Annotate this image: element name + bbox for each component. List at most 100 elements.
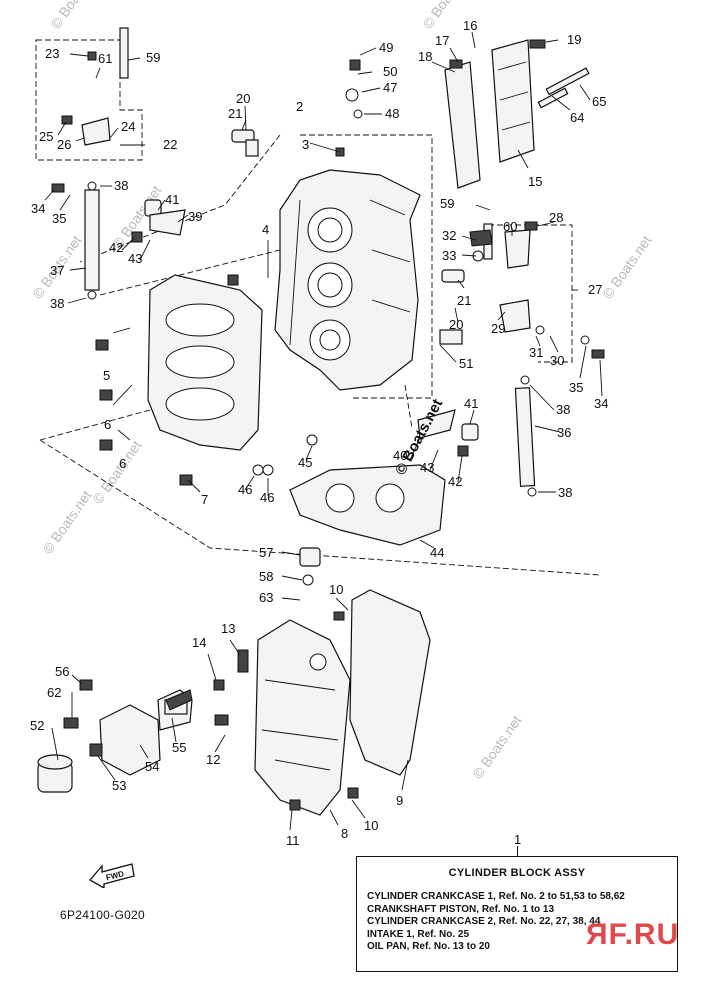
corner-watermark: ЯF.RU xyxy=(586,918,680,951)
callout-37: 37 xyxy=(50,263,64,278)
callout-51: 51 xyxy=(459,356,473,371)
fwd-label: FWD xyxy=(105,869,125,882)
watermark: © Boats.net xyxy=(469,712,524,781)
callout-34: 34 xyxy=(31,201,45,216)
fwd-arrow-icon: FWD xyxy=(88,863,135,888)
callout-53: 53 xyxy=(112,778,126,793)
callout-52: 52 xyxy=(30,718,44,733)
callout-28: 28 xyxy=(549,210,563,225)
block-outline xyxy=(79,134,433,399)
info-box-callout: 1 xyxy=(514,832,522,847)
callout-40: 40 xyxy=(393,448,407,463)
callout-45: 45 xyxy=(298,455,312,470)
info-box-leader xyxy=(517,846,518,856)
callout-20b: 20 xyxy=(449,317,463,332)
callout-6b: 6 xyxy=(119,456,126,471)
callout-62: 62 xyxy=(47,685,61,700)
callout-7: 7 xyxy=(201,492,208,507)
callout-34b: 34 xyxy=(594,396,608,411)
callout-59: 59 xyxy=(146,50,160,65)
callout-55: 55 xyxy=(172,740,186,755)
callout-10b: 10 xyxy=(364,818,378,833)
callout-61: 61 xyxy=(98,51,112,66)
callout-42b: 42 xyxy=(448,474,462,489)
callout-60: 60 xyxy=(503,219,517,234)
callout-47: 47 xyxy=(383,80,397,95)
small-parts xyxy=(51,27,605,811)
callout-36: 36 xyxy=(557,425,571,440)
callout-13: 13 xyxy=(221,621,235,636)
callout-56: 56 xyxy=(55,664,69,679)
callout-22: 22 xyxy=(163,137,177,152)
info-box-line: CYLINDER CRANKCASE 2, Ref. No. 22, 27, 3… xyxy=(367,916,601,928)
callout-26: 26 xyxy=(57,137,71,152)
callout-32: 32 xyxy=(442,228,456,243)
info-box-lines: CYLINDER CRANKCASE 1, Ref. No. 2 to 51,5… xyxy=(367,891,625,954)
callout-58: 58 xyxy=(259,569,273,584)
callout-35b: 35 xyxy=(569,380,583,395)
callout-33: 33 xyxy=(442,248,456,263)
oil-pan xyxy=(254,619,351,816)
cylinder-head xyxy=(147,274,263,451)
callout-38c: 38 xyxy=(556,402,570,417)
watermark: © Boats.net xyxy=(39,487,94,556)
callout-44: 44 xyxy=(430,545,444,560)
assembly-info-box: CYLINDER BLOCK ASSY CYLINDER CRANKCASE 1… xyxy=(356,856,678,972)
callout-24: 24 xyxy=(121,119,135,134)
callout-8: 8 xyxy=(341,826,348,841)
callout-38d: 38 xyxy=(558,485,572,500)
callout-27: 27 xyxy=(588,282,602,297)
callout-3: 3 xyxy=(302,137,309,152)
callout-5: 5 xyxy=(103,368,110,383)
info-box-title: CYLINDER BLOCK ASSY xyxy=(448,867,586,879)
watermark: © Boats.net xyxy=(47,0,102,32)
oil-pan-gasket xyxy=(349,589,431,776)
callout-46: 46 xyxy=(238,482,252,497)
callout-64: 64 xyxy=(570,110,584,125)
callout-31: 31 xyxy=(529,345,543,360)
callout-9: 9 xyxy=(396,793,403,808)
callout-21b: 21 xyxy=(457,293,471,308)
callout-17: 17 xyxy=(435,33,449,48)
right-bracket-outline xyxy=(488,224,573,363)
watermark: © Boats.net xyxy=(89,437,144,506)
callout-14: 14 xyxy=(192,635,206,650)
callout-46b: 46 xyxy=(260,490,274,505)
callout-42: 42 xyxy=(109,240,123,255)
callout-48: 48 xyxy=(385,106,399,121)
cylinder-block xyxy=(274,169,421,391)
callout-57: 57 xyxy=(259,545,273,560)
callout-18: 18 xyxy=(418,49,432,64)
callout-38b: 38 xyxy=(50,296,64,311)
callout-10: 10 xyxy=(329,582,343,597)
callout-65: 65 xyxy=(592,94,606,109)
callout-43: 43 xyxy=(128,251,142,266)
callout-23: 23 xyxy=(45,46,59,61)
callout-50: 50 xyxy=(383,64,397,79)
callout-38: 38 xyxy=(114,178,128,193)
callout-59b: 59 xyxy=(440,196,454,211)
callout-labels: 2 3 4 5 6 6 7 8 9 10 10 11 12 13 14 15 1… xyxy=(30,18,608,848)
watermark: © Boats.net xyxy=(599,232,654,301)
callout-39: 39 xyxy=(188,209,202,224)
callout-4: 4 xyxy=(262,222,269,237)
lower-plane-outline xyxy=(39,409,601,576)
callout-54: 54 xyxy=(145,759,159,774)
callout-6: 6 xyxy=(104,417,111,432)
callout-41b: 41 xyxy=(464,396,478,411)
callout-15: 15 xyxy=(528,174,542,189)
callout-12: 12 xyxy=(206,752,220,767)
leader-lines xyxy=(44,31,603,831)
dash-line xyxy=(404,384,413,429)
callout-11: 11 xyxy=(286,833,300,848)
callout-63: 63 xyxy=(259,590,273,605)
callout-41: 41 xyxy=(165,192,179,207)
callout-19: 19 xyxy=(567,32,581,47)
callout-21: 21 xyxy=(228,106,242,121)
callout-35: 35 xyxy=(52,211,66,226)
dash-line xyxy=(99,249,281,296)
info-box-line: CYLINDER CRANKCASE 1, Ref. No. 2 to 51,5… xyxy=(367,891,625,902)
info-box-line: CRANKSHAFT PISTON, Ref. No. 1 to 13 xyxy=(367,903,555,915)
oil-tubes xyxy=(84,189,536,487)
